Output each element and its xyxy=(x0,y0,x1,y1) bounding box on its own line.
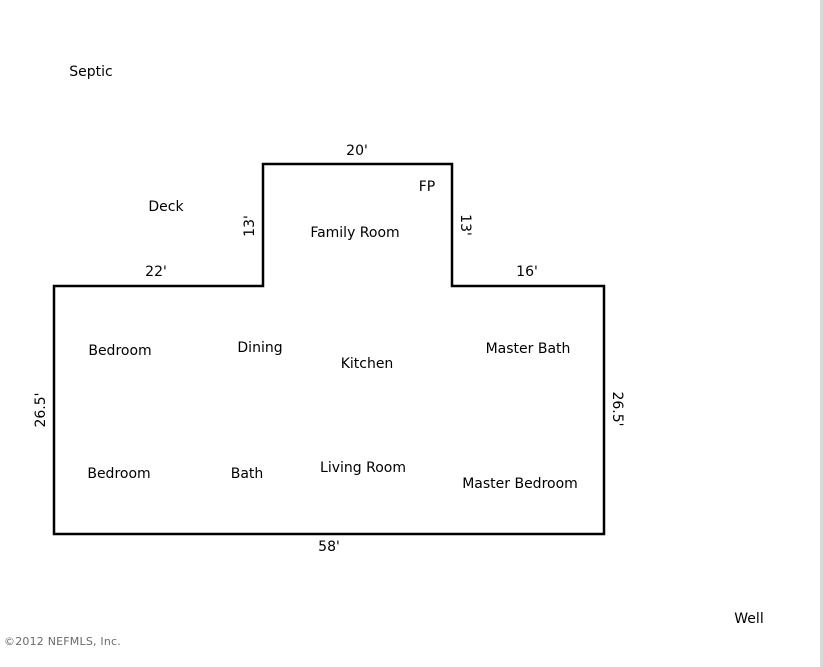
room-bath: Bath xyxy=(230,466,264,482)
room-fireplace: FP xyxy=(418,179,436,195)
room-master-bedroom: Master Bedroom xyxy=(462,476,578,492)
dimension-family-left: 13' xyxy=(242,215,258,237)
room-master-bath: Master Bath xyxy=(485,341,571,357)
room-kitchen: Kitchen xyxy=(340,356,394,372)
house-outline xyxy=(52,162,606,536)
dimension-main-right: 26.5' xyxy=(609,391,625,427)
room-dining: Dining xyxy=(237,340,283,356)
room-bedroom-2: Bedroom xyxy=(87,466,151,482)
septic-label: Septic xyxy=(69,64,113,80)
well-label: Well xyxy=(734,611,764,627)
dimension-main-top-left: 22' xyxy=(145,264,167,280)
room-family-room: Family Room xyxy=(310,225,400,241)
room-living-room: Living Room xyxy=(320,460,406,476)
dimension-main-bottom: 58' xyxy=(318,539,340,555)
page-edge xyxy=(820,0,823,667)
deck-label: Deck xyxy=(148,199,184,215)
dimension-main-left: 26.5' xyxy=(33,392,49,428)
dimension-main-top-right: 16' xyxy=(516,264,538,280)
dimension-family-right: 13' xyxy=(457,214,473,236)
dimension-family-top: 20' xyxy=(346,143,368,159)
copyright-notice: ©2012 NEFMLS, Inc. xyxy=(4,635,121,648)
room-bedroom-1: Bedroom xyxy=(88,343,152,359)
